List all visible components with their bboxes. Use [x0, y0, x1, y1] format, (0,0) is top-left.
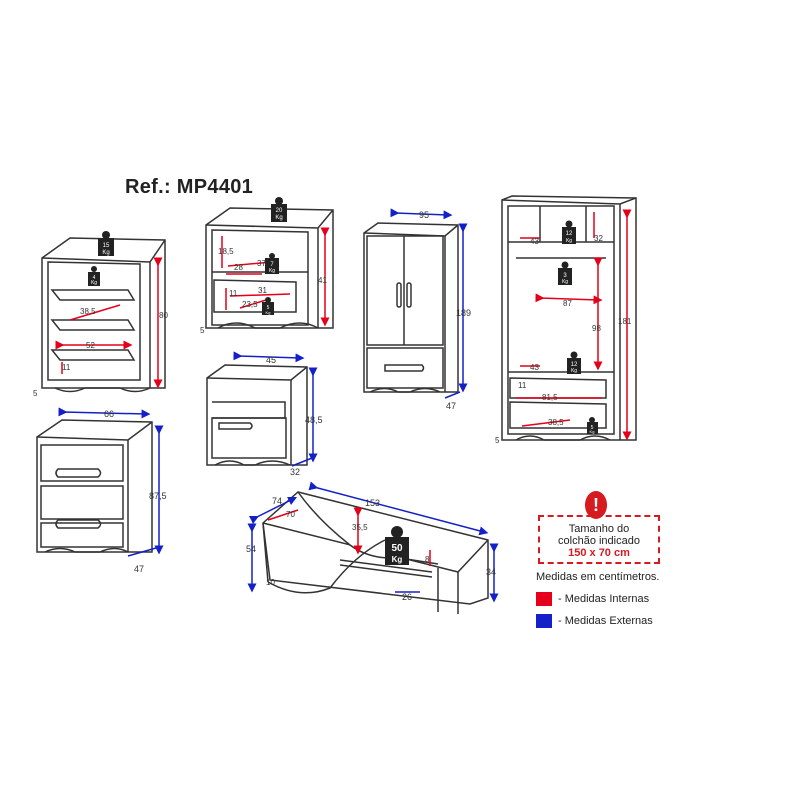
weight-badge-wardrobe-rail: 3 Kg: [558, 261, 572, 285]
legend-internal: - Medidas Internas: [536, 589, 696, 609]
chest-drawer-depth-label: 38,5: [80, 307, 96, 316]
external-swatch: [536, 614, 552, 628]
chest-height-label: 80: [159, 311, 168, 320]
bed-inner-width-label: 70: [286, 510, 295, 519]
svg-text:20: 20: [276, 208, 283, 214]
chest-drawer-width-label: 52: [86, 341, 95, 350]
chest-drawer-height-label: 11: [62, 363, 71, 372]
svg-text:Kg: Kg: [266, 310, 271, 315]
ns-open-dim3: 28: [234, 263, 243, 272]
svg-text:3: 3: [563, 273, 567, 279]
wo-height-label: 181: [618, 317, 632, 326]
bed-gap-label: 10: [266, 578, 275, 587]
mattress-notice: Tamanho do colchão indicado 150 x 70 cm: [538, 515, 660, 564]
nightstand-depth-label: 32: [290, 467, 300, 477]
bed-inner-label: 26: [402, 592, 412, 602]
notice-line1: Tamanho do: [568, 523, 630, 535]
ns-open-dim2: 37: [257, 259, 266, 268]
bed-width-label: 74: [272, 496, 282, 506]
nightstand-height-label: 48,5: [305, 415, 323, 425]
wo-dim-81-5: 81,5: [542, 393, 558, 402]
legend: Medidas em centímetros. - Medidas Intern…: [536, 571, 696, 633]
internal-swatch: [536, 592, 552, 606]
nightstand-width-label: 45: [266, 355, 276, 365]
weight-badge-bed: 50 Kg: [385, 526, 409, 565]
wardrobe-closed: [363, 208, 468, 399]
svg-text:4: 4: [93, 275, 96, 281]
wardrobe-width-label: 95: [419, 210, 429, 220]
dresser-width-label: 66: [104, 409, 114, 419]
ns-open-foot-label: 5: [200, 326, 205, 335]
weight-badge-chest-drawer: 4 Kg: [88, 266, 100, 286]
chest-foot-label: 5: [33, 389, 38, 398]
wo-dim-43-top: 43: [530, 237, 539, 246]
weight-badge-wardrobe-drawer: 5 Kg: [587, 417, 598, 434]
svg-text:50: 50: [391, 543, 403, 554]
svg-text:Kg: Kg: [571, 368, 577, 374]
ns-open-height-label: 41: [318, 276, 327, 285]
legend-internal-label: - Medidas Internas: [558, 593, 650, 605]
svg-text:Kg: Kg: [590, 429, 595, 434]
bed-height-label: 54: [246, 544, 256, 554]
bed-length-label: 153: [365, 498, 380, 508]
weight-badge-nightstand-drawer: 5 Kg: [262, 297, 274, 315]
bed-end-height-label: 34: [486, 567, 496, 577]
wo-foot-label: 5: [495, 436, 500, 445]
svg-text:15: 15: [103, 243, 110, 249]
svg-text:Kg: Kg: [102, 250, 109, 256]
ns-open-dim5: 11: [229, 289, 238, 298]
svg-text:12: 12: [571, 362, 578, 368]
wo-dim-43-bottom: 43: [530, 363, 539, 372]
weight-badge-nightstand-shelf: 7 Kg: [265, 253, 279, 274]
weight-badge-wardrobe-top: 12 Kg: [562, 220, 576, 244]
wo-dim-38-5: 38,5: [548, 418, 564, 427]
svg-text:Kg: Kg: [91, 280, 97, 286]
ns-open-dim4: 31: [258, 286, 267, 295]
units-note: Medidas em centímetros.: [536, 571, 660, 583]
svg-text:Kg: Kg: [562, 279, 568, 285]
dresser-height-label: 87,5: [149, 491, 167, 501]
ns-open-dim6: 23,5: [242, 300, 258, 309]
svg-text:7: 7: [270, 262, 274, 268]
chest-of-drawers-open: [41, 237, 166, 393]
wardrobe-height-label: 189: [456, 308, 471, 318]
wardrobe-open: [501, 195, 637, 441]
bed-rail-label: 35,5: [352, 523, 368, 532]
wo-dim-87: 87: [563, 299, 572, 308]
wo-dim-11: 11: [518, 381, 527, 390]
svg-text:5: 5: [267, 305, 270, 311]
svg-text:Kg: Kg: [275, 215, 282, 221]
notice-line2: colchão indicado: [558, 535, 640, 547]
notice-size: 150 x 70 cm: [568, 547, 630, 559]
nightstand-closed: [206, 351, 318, 467]
bed-slat-label: 8: [425, 555, 430, 564]
weight-badge-nightstand-top: 20 Kg: [271, 197, 287, 222]
reference-title: Ref.: MP4401: [125, 176, 254, 198]
legend-external-label: - Medidas Externas: [558, 615, 653, 627]
weight-badge-wardrobe-shelf: 12 Kg: [567, 351, 581, 374]
svg-text:Kg: Kg: [392, 555, 403, 564]
wardrobe-depth-label: 47: [446, 401, 456, 411]
svg-text:Kg: Kg: [566, 238, 572, 244]
svg-text:Kg: Kg: [269, 268, 275, 274]
wo-dim-98: 98: [592, 324, 601, 333]
alert-icon: !: [585, 491, 607, 519]
dresser: [36, 407, 164, 557]
svg-text:5: 5: [591, 425, 594, 431]
dresser-depth-label: 47: [134, 564, 144, 574]
weight-badge-chest-top: 15 Kg: [98, 231, 114, 256]
ns-open-dim1: 18,5: [218, 247, 234, 256]
legend-external: - Medidas Externas: [536, 611, 696, 631]
svg-text:12: 12: [566, 231, 573, 237]
wo-dim-32: 32: [594, 234, 603, 243]
